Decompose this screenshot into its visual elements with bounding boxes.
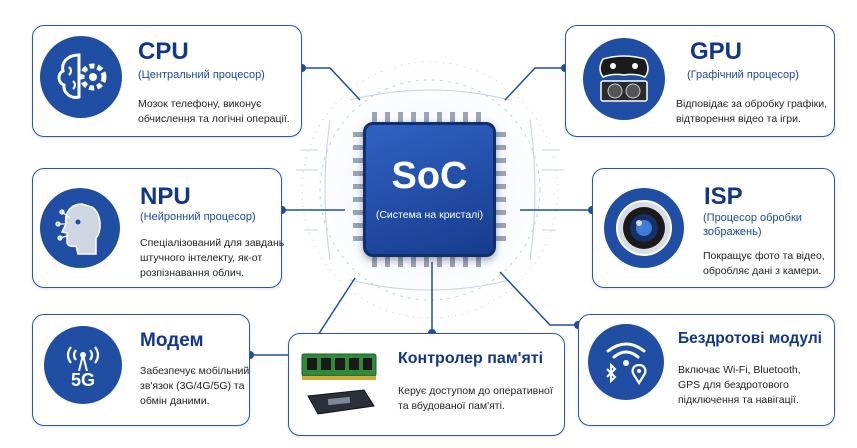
modem-5g-badge: 5G [70,370,95,390]
modem-desc-line-3: обмін даними. [140,395,210,407]
memory-controller-desc-line-2: та вбудованої пам'яті. [398,400,505,412]
gpu-desc-line-2: відтворення відео та ігри. [676,113,801,125]
isp-title: ISP [704,183,743,210]
npu-desc-line-1: Спеціалізований для завдань [140,237,285,249]
gpu-desc-line-1: Відповідає за обробку графіки, [676,98,827,110]
soc-title: SoC [391,155,468,197]
soc-chip: SoC (Система на кристалі) [363,122,496,257]
cpu-title: CPU [138,38,189,65]
cpu-desc-line-1: Мозок телефону, виконує [138,98,262,110]
cpu-subtitle: (Центральний процесор) [138,69,265,81]
isp-desc-line-2: обробляє дані з камери. [703,265,822,277]
wireless-modules-desc-line-2: GPS для бездротового [678,379,789,391]
modem-desc-line-2: зв'язок (3G/4G/5G) та [140,380,245,392]
brain-gear-icon [40,36,122,118]
wireless-modules-title: Бездротові модулі [678,330,822,347]
camera-lens-icon [604,188,684,268]
wireless-modules-desc-line-3: підключення та навігації. [678,394,799,406]
cpu-desc-line-2: обчислення та логічні операції. [138,113,290,125]
antenna-5g-icon: 5G [44,326,122,404]
gpu-subtitle: (Графічний процесор) [687,69,799,81]
memory-controller-title: Контролер пам'яті [398,350,544,367]
npu-title: NPU [140,183,191,210]
memory-controller-desc-line-1: Керує доступом до оперативної [398,385,553,397]
gamepad-graphics-card-icon [583,38,665,120]
npu-desc-line-2: штучного інтелекту, як-от [140,252,263,264]
isp-desc-line-1: Покращує фото та відео, [703,250,825,262]
isp-subtitle-line-1: (Процесор обробки [703,212,802,224]
memory-controller-card [288,333,565,436]
wireless-modules-desc-line-1: Включає Wi-Fi, Bluetooth, [678,364,801,376]
soc-subtitle: (Система на кристалі) [375,209,484,221]
npu-desc-line-3: розпізнавання облич. [140,267,245,279]
ram-module-icon [298,348,380,428]
gpu-title: GPU [690,38,743,65]
modem-desc-line-1: Забезпечує мобільний [140,365,250,377]
isp-subtitle-line-2: зображень) [703,226,762,238]
npu-subtitle: (Нейронний процесор) [140,211,256,223]
wifi-bluetooth-gps-icon [588,324,664,400]
modem-title: Модем [140,330,204,351]
ai-head-icon [40,188,120,268]
